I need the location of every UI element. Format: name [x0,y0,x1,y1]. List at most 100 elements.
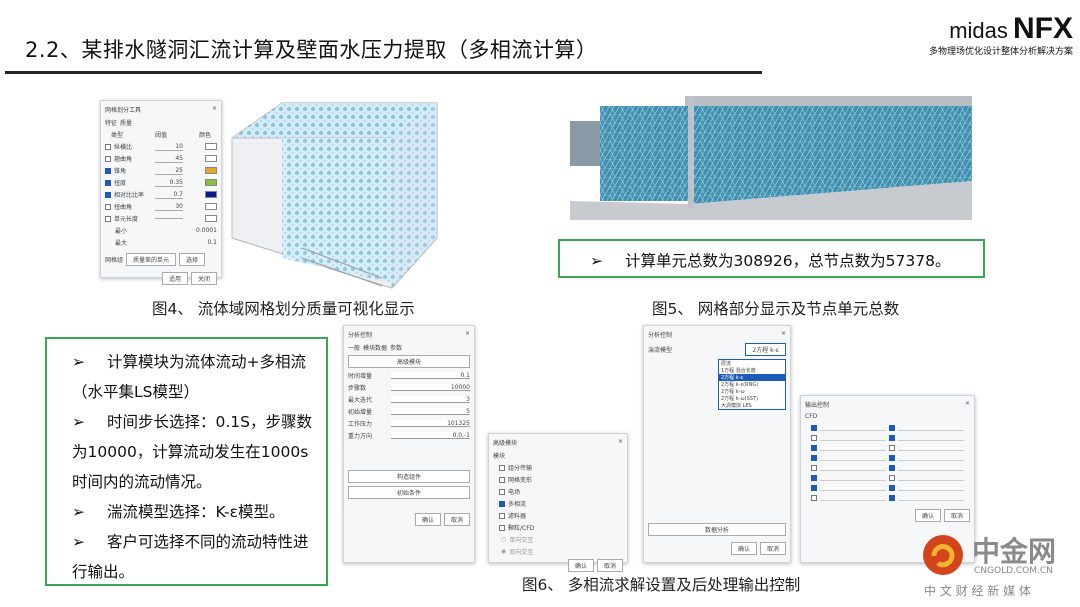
checkbox[interactable] [105,179,111,186]
checkbox[interactable] [811,484,817,491]
checkbox[interactable] [811,434,817,441]
checkbox[interactable] [499,524,505,531]
advanced-module-button[interactable]: 高级模块 [348,355,470,368]
checkbox[interactable] [499,512,505,519]
threshold-input[interactable]: 25 [155,167,183,175]
checkbox[interactable] [811,494,817,501]
turbulence-option[interactable]: 层流 [721,361,732,367]
output-option[interactable] [811,484,886,491]
checkbox[interactable] [889,434,895,441]
build-component-button[interactable]: 构造组件 [348,470,470,483]
checkbox[interactable] [105,215,111,222]
close-icon[interactable]: × [617,438,623,445]
ok-button[interactable]: 确认 [914,509,941,522]
turbulence-select[interactable]: 2方程 k-ε [745,343,786,356]
color-swatch[interactable] [205,167,217,174]
turbulence-option[interactable]: 大涡模拟 LES [721,403,752,409]
color-swatch[interactable] [205,215,217,222]
turbulence-option[interactable]: 2方程 k-ω [721,389,745,395]
tab-general[interactable]: 一般 [348,345,361,352]
cancel-button[interactable]: 取消 [596,559,623,572]
mesh-group-select[interactable]: 质量差的单元 [126,253,177,266]
checkbox[interactable] [105,167,111,174]
threshold-input[interactable]: 45 [155,155,183,163]
output-option[interactable] [811,454,886,461]
checkbox[interactable] [105,203,111,210]
param-input[interactable]: 0,0,-1 [391,432,470,439]
module-item[interactable]: 网格变形 [499,475,623,484]
radio[interactable]: ○ [501,536,507,543]
apply-button[interactable]: 适用 [161,272,188,285]
max-value[interactable]: 0.1 [207,239,217,246]
cancel-button[interactable]: 取消 [759,542,786,555]
checkbox[interactable] [811,474,817,481]
module-item[interactable]: 电场 [499,487,623,496]
cancel-button[interactable]: 取消 [443,513,470,526]
param-input[interactable]: 101325 [391,420,470,427]
close-icon[interactable]: × [780,330,786,337]
min-value[interactable]: 0.0001 [196,227,217,234]
color-swatch[interactable] [205,203,217,210]
checkbox[interactable] [889,424,895,431]
checkbox[interactable] [105,191,111,198]
ok-button[interactable]: 确认 [414,513,441,526]
tab-quality[interactable]: 质量 [120,120,133,127]
output-option[interactable] [889,444,964,451]
module-item[interactable]: 滤料器 [499,511,623,520]
checkbox[interactable] [811,454,817,461]
output-option[interactable] [811,424,886,431]
checkbox[interactable] [499,464,505,471]
color-swatch[interactable] [205,191,217,198]
threshold-input[interactable]: 0.35 [155,179,183,187]
data-analysis-button[interactable]: 数据分析 [648,523,786,536]
module-item[interactable]: 组分传输 [499,463,623,472]
checkbox[interactable] [811,464,817,471]
checkbox[interactable] [889,444,895,451]
output-option[interactable] [889,484,964,491]
color-swatch[interactable] [205,155,217,162]
color-swatch[interactable] [205,143,217,150]
checkbox[interactable] [499,476,505,483]
output-option[interactable] [811,474,886,481]
module-item[interactable]: 多相流 [499,499,623,508]
turbulence-option[interactable]: 2方程 k-ω(SST) [721,396,758,402]
turbulence-option[interactable]: 2方程 k-ε [719,374,785,381]
threshold-input[interactable]: 30 [155,203,183,211]
output-option[interactable] [889,474,964,481]
close-icon[interactable]: × [211,105,217,112]
threshold-input[interactable] [155,218,183,219]
checkbox[interactable] [889,484,895,491]
close-icon[interactable]: × [964,400,970,407]
ok-button[interactable]: 确认 [567,559,594,572]
output-option[interactable] [889,424,964,431]
tab-feature[interactable]: 特征 [105,120,118,127]
param-input[interactable]: 3 [391,396,470,403]
checkbox[interactable] [889,464,895,471]
output-option[interactable] [811,444,886,451]
output-option[interactable] [889,434,964,441]
output-option[interactable] [889,464,964,471]
output-option[interactable] [811,494,886,501]
param-input[interactable]: 5 [391,408,470,415]
ok-button[interactable]: 确认 [730,542,757,555]
checkbox[interactable] [889,454,895,461]
checkbox[interactable] [499,488,505,495]
checkbox[interactable] [105,143,111,150]
initial-condition-button[interactable]: 初始条件 [348,486,470,499]
checkbox[interactable] [811,424,817,431]
checkbox[interactable] [499,500,505,507]
turbulence-option[interactable]: 2方程 k-ε(RNG) [721,382,759,388]
output-option[interactable] [889,494,964,501]
turbulence-option[interactable]: 1方程 混合长度 [721,368,756,374]
select-button[interactable]: 选择 [179,253,206,266]
checkbox[interactable] [105,155,111,162]
output-option[interactable] [811,434,886,441]
cancel-button[interactable]: 取消 [943,509,970,522]
param-input[interactable]: 0.1 [391,372,470,379]
output-option[interactable] [889,454,964,461]
threshold-input[interactable]: 0.7 [155,191,183,199]
radio[interactable]: ◉ [501,548,507,555]
color-swatch[interactable] [205,179,217,186]
checkbox[interactable] [811,444,817,451]
checkbox[interactable] [889,474,895,481]
